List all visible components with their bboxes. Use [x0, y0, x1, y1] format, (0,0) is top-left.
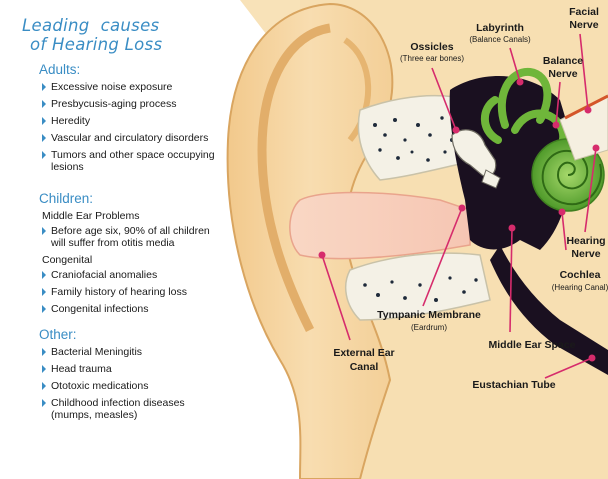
label-hearing-nerve-2: Nerve — [571, 248, 600, 260]
label-labyrinth: Labyrinth — [476, 22, 524, 34]
congenital-item-text: Congenital infections — [51, 303, 149, 315]
adults-item-text: Presbycusis-aging process — [51, 98, 177, 110]
congenital-list: Craniofacial anomalies Family history of… — [22, 269, 222, 315]
causes-panel: Leading causes of Hearing Loss Adults: E… — [22, 16, 222, 426]
bullet-arrow-icon — [42, 271, 46, 279]
label-hearing-nerve-1: Hearing — [566, 235, 605, 247]
adults-item: Tumors and other space occupying lesions — [42, 149, 222, 173]
eustachian-tube-shape — [490, 245, 608, 375]
congenital-subheading: Congenital — [42, 254, 93, 266]
bone-texture-lower — [363, 276, 478, 302]
panel-title-line-2: of Hearing Loss — [30, 35, 163, 54]
bullet-arrow-icon — [42, 227, 46, 235]
other-item: Childhood infection diseases (mumps, mea… — [42, 397, 222, 421]
panel-title-line-1: Leading causes — [22, 16, 160, 35]
temporal-bone-upper — [357, 94, 481, 181]
bullet-arrow-icon — [42, 134, 46, 142]
label-middle-ear-space: Middle Ear Space — [489, 339, 576, 351]
bullet-arrow-icon — [42, 399, 46, 407]
congenital-item-text: Family history of hearing loss — [51, 286, 187, 298]
congenital-item: Family history of hearing loss — [42, 286, 222, 298]
bullet-arrow-icon — [42, 288, 46, 296]
bullet-arrow-icon — [42, 100, 46, 108]
label-cochlea: Cochlea — [560, 269, 601, 281]
children-heading: Children: — [39, 191, 94, 206]
adults-item-text: Tumors and other space occupying lesions — [51, 149, 215, 173]
other-item: Bacterial Meningitis — [42, 346, 222, 358]
label-ossicles: Ossicles — [410, 41, 453, 53]
bullet-arrow-icon — [42, 83, 46, 91]
label-pointer-dots — [318, 78, 600, 362]
stapes-bone — [481, 169, 501, 189]
other-item: Ototoxic medications — [42, 380, 222, 392]
label-labyrinth-sub: (Balance Canals) — [469, 35, 531, 44]
adults-item: Heredity — [42, 115, 222, 127]
ear-canal-shape — [289, 191, 471, 260]
adults-list: Excessive noise exposure Presbycusis-agi… — [22, 81, 222, 173]
congenital-item: Congenital infections — [42, 303, 222, 315]
label-balance-nerve-1: Balance — [543, 55, 583, 67]
other-heading: Other: — [39, 327, 77, 342]
middle-ear-list: Before age six, 90% of all children will… — [22, 225, 222, 249]
label-ossicles-sub: (Three ear bones) — [400, 54, 464, 63]
label-tympanic-membrane: Tympanic Membrane — [377, 309, 481, 321]
label-external-ear-canal-2: Canal — [350, 361, 379, 373]
other-list: Bacterial Meningitis Head trauma Ototoxi… — [22, 346, 222, 421]
middle-ear-subheading: Middle Ear Problems — [42, 210, 140, 222]
label-eustachian-tube: Eustachian Tube — [472, 379, 555, 391]
bullet-arrow-icon — [42, 348, 46, 356]
label-cochlea-sub: (Hearing Canal) — [552, 283, 608, 292]
bullet-arrow-icon — [42, 382, 46, 390]
cochlea-spiral — [541, 149, 602, 206]
adults-item: Excessive noise exposure — [42, 81, 222, 93]
label-facial-nerve-2: Nerve — [569, 19, 598, 31]
congenital-item: Craniofacial anomalies — [42, 269, 222, 281]
adults-heading: Adults: — [39, 62, 81, 77]
adults-item: Vascular and circulatory disorders — [42, 132, 222, 144]
other-item-text: Head trauma — [51, 363, 112, 375]
label-facial-nerve-1: Facial — [569, 6, 599, 18]
adults-item-text: Vascular and circulatory disorders — [51, 132, 209, 144]
middle-ear-item-text: Before age six, 90% of all children will… — [51, 225, 210, 249]
bullet-arrow-icon — [42, 305, 46, 313]
other-item-text: Bacterial Meningitis — [51, 346, 143, 358]
bullet-arrow-icon — [42, 365, 46, 373]
other-item-text: Childhood infection diseases (mumps, mea… — [51, 397, 185, 421]
temporal-bone-lower — [344, 252, 491, 321]
bullet-arrow-icon — [42, 117, 46, 125]
adults-item-text: Heredity — [51, 115, 91, 127]
pinna-helix-shadow — [343, 37, 372, 142]
middle-ear-item: Before age six, 90% of all children will… — [42, 225, 222, 249]
label-pointer-lines — [321, 33, 597, 379]
other-item-text: Ototoxic medications — [51, 380, 149, 392]
bullet-arrow-icon — [42, 151, 46, 159]
other-item: Head trauma — [42, 363, 222, 375]
congenital-item-text: Craniofacial anomalies — [51, 269, 158, 281]
label-balance-nerve-2: Nerve — [548, 68, 577, 80]
pinna-inner-fold — [257, 23, 331, 333]
adults-item: Presbycusis-aging process — [42, 98, 222, 110]
label-tympanic-membrane-sub: (Eardrum) — [411, 323, 447, 332]
adults-item-text: Excessive noise exposure — [51, 81, 173, 93]
label-external-ear-canal-1: External Ear — [333, 347, 394, 359]
